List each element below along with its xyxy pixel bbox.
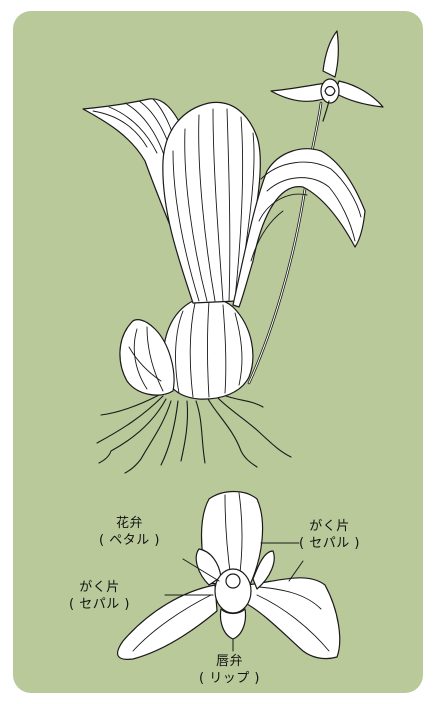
petal-label: 花弁 ( ペタル ) <box>99 515 160 549</box>
lip-name: 唇弁 <box>216 654 243 669</box>
sepal-left-name: がく片 <box>79 580 120 595</box>
petal-reading: ( ペタル ) <box>99 533 160 548</box>
lip-reading: ( リップ ) <box>199 671 260 686</box>
sepal-right-name: がく片 <box>309 519 350 534</box>
sepal-right-label: がく片 ( セパル ) <box>299 518 360 552</box>
lip-label: 唇弁 ( リップ ) <box>199 653 260 687</box>
sepal-right-reading: ( セパル ) <box>299 536 360 551</box>
sepal-left-reading: ( セパル ) <box>69 597 130 612</box>
sepal-left-label: がく片 ( セパル ) <box>69 579 130 613</box>
illustration-card: 花弁 ( ペタル ) がく片 ( セパル ) がく片 ( セパル ) 唇弁 ( … <box>13 11 423 693</box>
petal-name: 花弁 <box>116 516 143 531</box>
